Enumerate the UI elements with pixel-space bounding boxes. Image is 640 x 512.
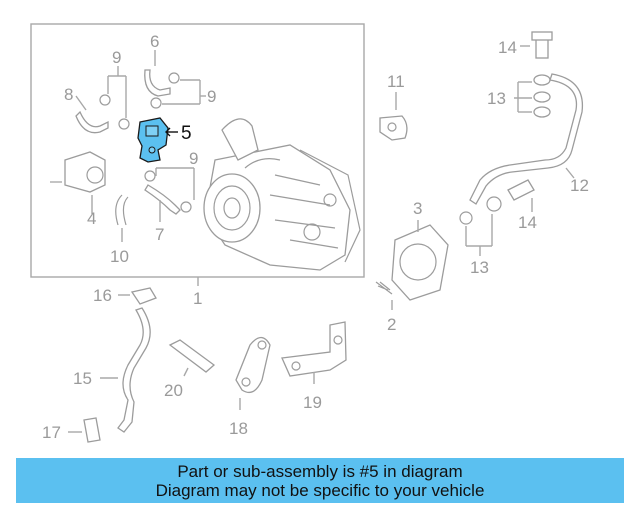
callout-13-lower: 13 [470, 258, 489, 277]
part-14-banjo-bolt-lower [459, 179, 535, 225]
part-13-washers-top [514, 74, 551, 118]
callout-12: 12 [570, 176, 589, 195]
part-6-hose [144, 69, 171, 97]
turbocharger-illustration [203, 118, 361, 271]
part-15-coolant-line [117, 307, 151, 433]
callout-1: 1 [193, 289, 202, 308]
callout-9-upper-left: 9 [112, 48, 121, 67]
callout-10: 10 [110, 247, 129, 266]
info-banner: Part or sub-assembly is #5 in diagram Di… [16, 458, 624, 503]
part-4-valve [50, 151, 106, 205]
callout-19: 19 [303, 393, 322, 412]
part-11-bracket [379, 92, 408, 141]
callout-4: 4 [87, 209, 96, 228]
exploded-parts-diagram: 6 9 8 9 5 9 7 4 10 1 11 [30, 23, 589, 443]
banner-line-2: Diagram may not be specific to your vehi… [155, 480, 485, 500]
part-20-heat-shield [168, 339, 216, 377]
callout-5: 5 [181, 123, 192, 144]
callout-3: 3 [413, 199, 422, 218]
part-10-hose [115, 194, 129, 226]
part-19-bracket [281, 321, 347, 384]
part-7-hose [144, 184, 181, 215]
callout-14-top: 14 [498, 38, 517, 57]
part-18-bracket [235, 336, 271, 410]
callout-8: 8 [64, 85, 73, 104]
callout-15: 15 [73, 369, 92, 388]
callout-9-upper-right: 9 [207, 87, 216, 106]
part-14-bolt-top [520, 31, 553, 59]
part-9-clamps [99, 72, 192, 213]
callout-9-lower: 9 [189, 149, 198, 168]
part-17-gasket [68, 417, 101, 443]
callout-16: 16 [93, 286, 112, 305]
callout-17: 17 [42, 423, 61, 442]
part-5-solenoid-highlighted [137, 117, 178, 163]
callout-20: 20 [164, 381, 183, 400]
part-16-gasket [118, 287, 157, 305]
callout-6: 6 [150, 32, 159, 51]
part-2-stud [375, 281, 393, 310]
callout-18: 18 [229, 419, 248, 438]
part-3-gasket [391, 220, 449, 301]
callout-11: 11 [387, 72, 405, 91]
banner-line-1: Part or sub-assembly is #5 in diagram [177, 461, 463, 481]
callout-13-top: 13 [487, 89, 506, 108]
part-12-oil-line [469, 73, 584, 205]
callout-2: 2 [387, 315, 396, 334]
callout-7: 7 [155, 225, 164, 244]
part-8-hose [75, 110, 109, 134]
callout-14-lower: 14 [518, 213, 537, 232]
